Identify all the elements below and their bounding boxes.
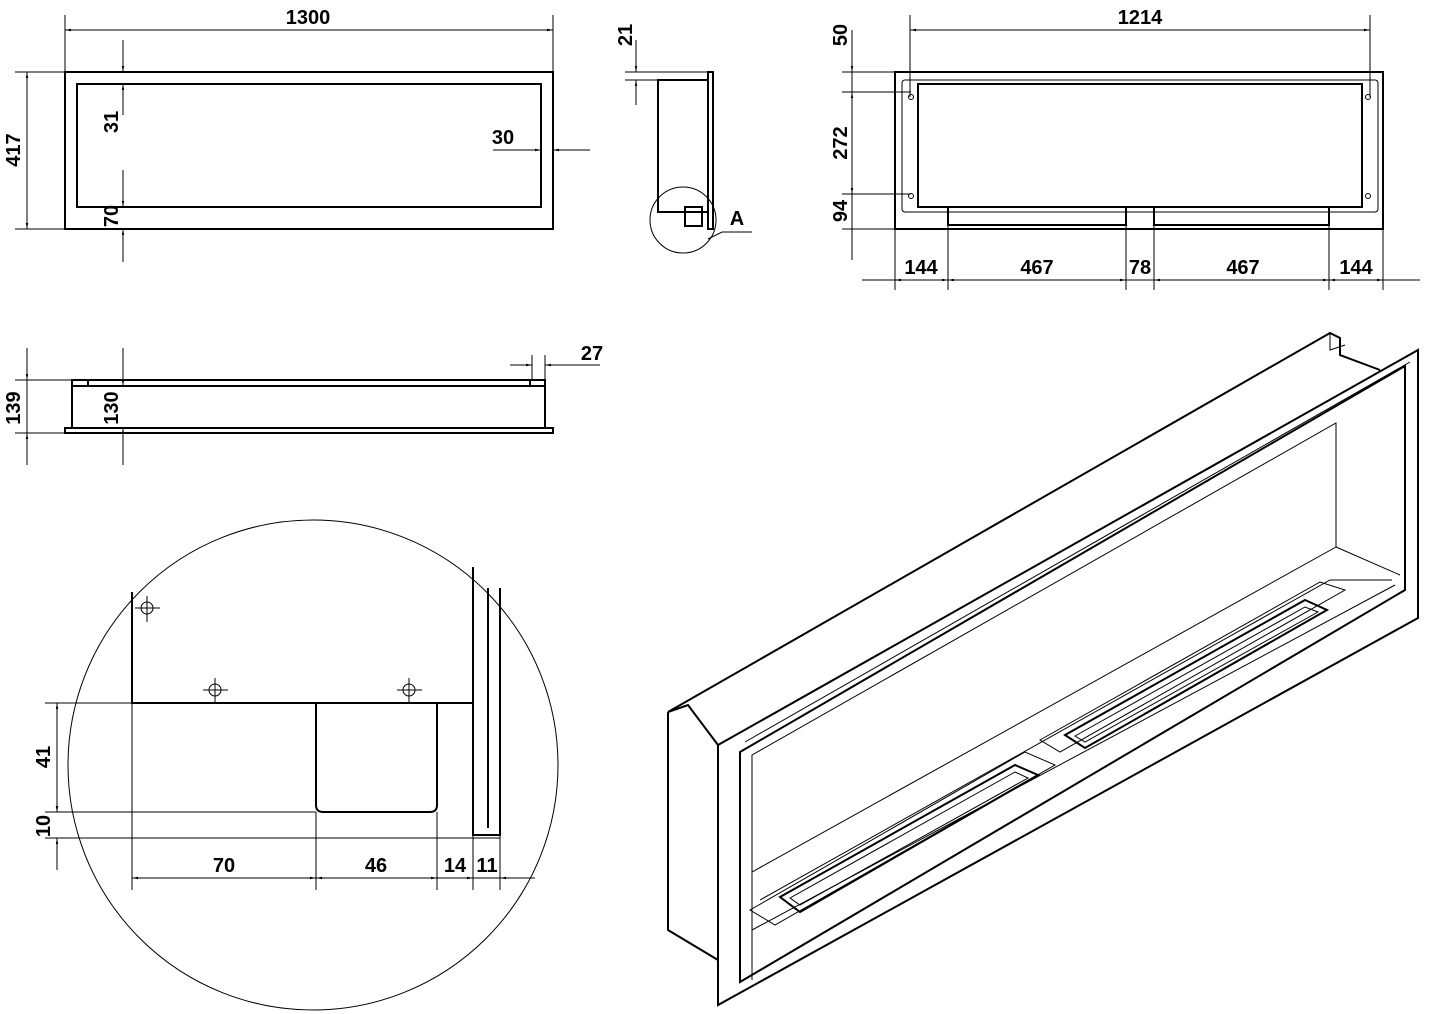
dim-bottom-1: 467	[1020, 257, 1053, 279]
dim-height-41: 41	[33, 746, 55, 768]
dim-11: 11	[476, 855, 497, 877]
side-view: A 21	[615, 24, 752, 254]
dim-top: 50	[830, 24, 852, 46]
detail-a-view: 41 10 70 46 14 11	[33, 519, 559, 1011]
dim-bottom-border: 70	[101, 205, 123, 227]
isometric-view	[667, 331, 1419, 1007]
dim-bottom-0: 144	[904, 257, 938, 279]
dim-hole-spacing: 272	[830, 126, 852, 159]
dim-box-depth: 130	[101, 391, 123, 424]
dim-gap-10: 10	[33, 815, 55, 837]
dim-top-border: 31	[101, 111, 123, 133]
dim-height: 417	[3, 133, 25, 166]
detail-label: A	[730, 208, 744, 230]
dim-offset: 21	[615, 24, 637, 46]
dim-bottom-4: 144	[1339, 257, 1373, 279]
dim-bottom-2: 78	[1129, 257, 1151, 279]
dim-total-depth: 139	[3, 391, 25, 424]
keyhole-icons	[908, 94, 1371, 199]
dim-bottom: 94	[830, 199, 852, 222]
dim-bottom-3: 467	[1226, 257, 1259, 279]
dim-side-border: 30	[492, 127, 514, 149]
burner-left	[778, 763, 1041, 914]
back-view: 1214 50 272 94 144 467 78 467 144	[830, 7, 1420, 290]
top-view: 139 130 27	[3, 343, 603, 465]
dim-back-width: 1214	[1118, 7, 1163, 29]
hole-icons	[135, 596, 422, 703]
dim-lip: 27	[581, 343, 603, 365]
dim-width: 1300	[286, 7, 331, 29]
dim-46: 46	[365, 855, 387, 877]
front-view: 1300 417 31 70 30	[3, 7, 590, 262]
dim-70: 70	[213, 855, 235, 877]
dim-14: 14	[444, 855, 467, 877]
